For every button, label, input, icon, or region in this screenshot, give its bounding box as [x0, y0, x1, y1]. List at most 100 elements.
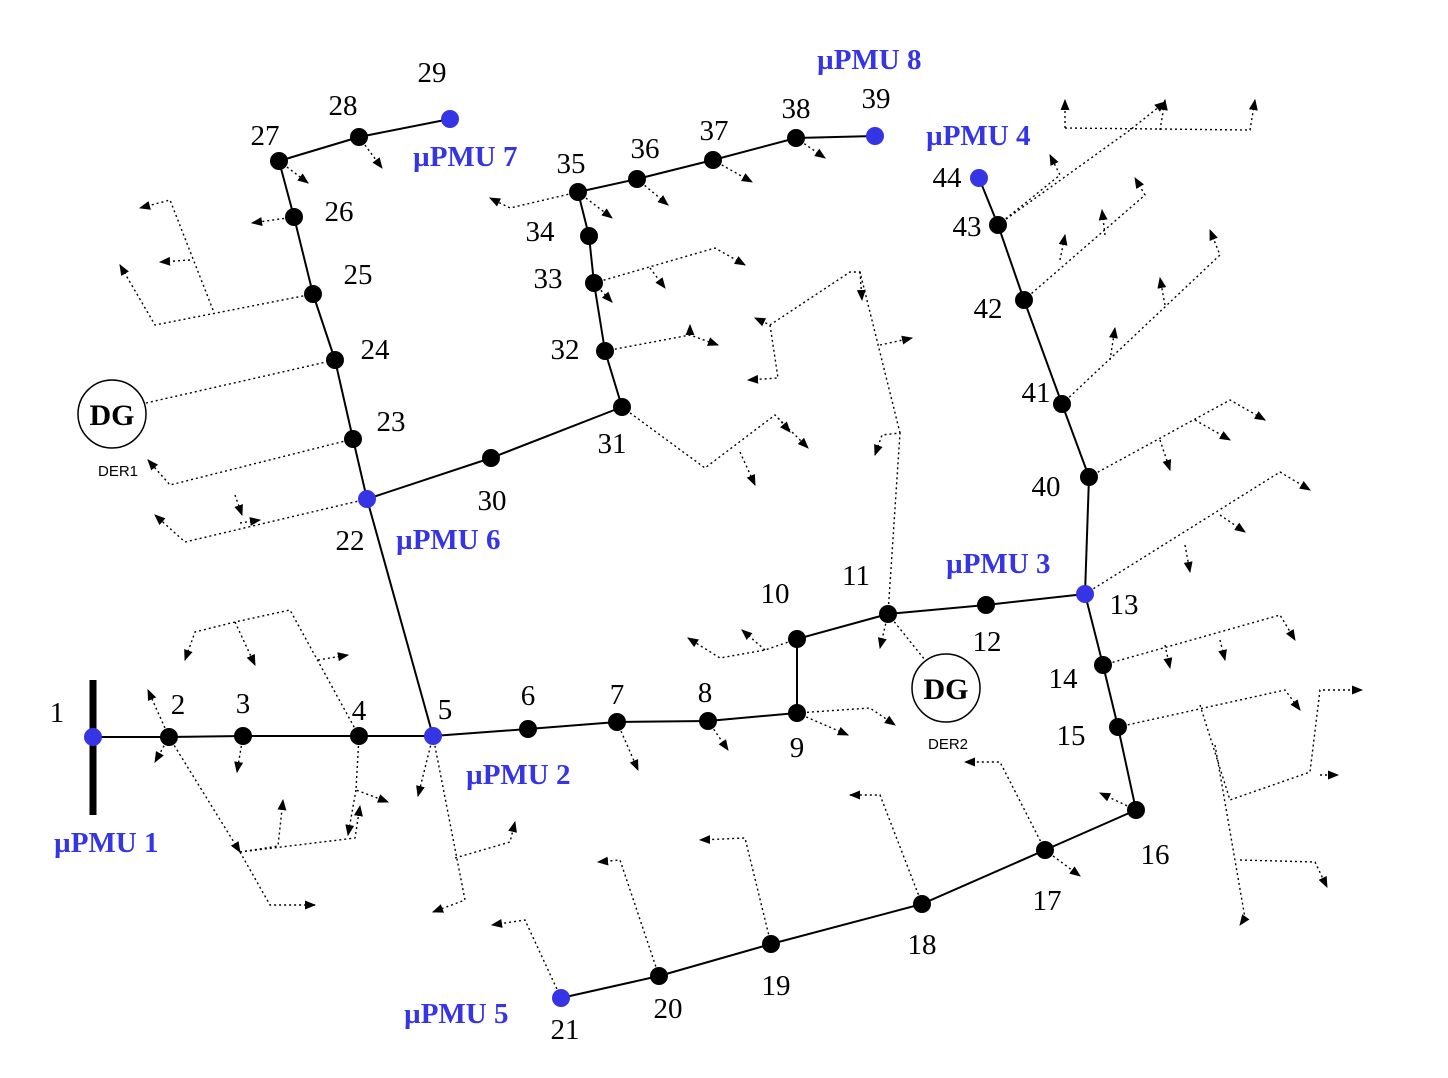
- load-arrow: [138, 199, 214, 311]
- bus-node-31: [613, 398, 631, 416]
- bus-node-37: [704, 151, 722, 169]
- bus-node-5: [424, 727, 442, 745]
- line-41-42: [1023, 299, 1063, 405]
- bus-label-35: 35: [557, 148, 586, 180]
- load-arrow: [490, 919, 562, 999]
- bus-label-24: 24: [361, 334, 391, 366]
- line-30-31: [490, 406, 623, 459]
- bus-label-36: 36: [631, 133, 660, 165]
- bus-label-5: 5: [438, 694, 453, 726]
- bus-label-12: 12: [973, 626, 1002, 658]
- load-arrow: [963, 757, 1046, 851]
- dg-der2: DG DER2: [911, 653, 981, 753]
- line-40-41: [1061, 403, 1090, 478]
- line-24-25: [312, 293, 336, 361]
- bus-label-23: 23: [377, 406, 406, 438]
- bus-label-20: 20: [654, 993, 683, 1025]
- dg-circle: [77, 379, 147, 449]
- line-26-27: [278, 160, 295, 218]
- load-arrow: [777, 417, 791, 433]
- load-arrows: [119, 98, 1364, 999]
- load-arrow: [879, 335, 914, 346]
- bus-label-27: 27: [251, 120, 280, 152]
- line-12-13: [985, 593, 1086, 606]
- bus-node-29: [441, 110, 459, 128]
- line-27-28: [278, 136, 360, 162]
- load-arrow: [345, 789, 357, 837]
- load-arrow: [454, 820, 517, 859]
- bus-label-22: 22: [336, 525, 365, 557]
- load-arrow: [168, 736, 241, 853]
- bus-node-26: [285, 208, 303, 226]
- load-arrow: [687, 637, 798, 659]
- load-arrow: [1064, 98, 1258, 131]
- line-14-15: [1102, 664, 1119, 728]
- line-6-7: [527, 721, 618, 730]
- load-arrow: [1061, 228, 1221, 405]
- line-5-22: [366, 498, 434, 737]
- bus-node-24: [326, 351, 344, 369]
- load-arrow: [239, 798, 287, 853]
- bus-node-32: [596, 342, 614, 360]
- load-arrow: [593, 282, 613, 303]
- bus-label-38: 38: [782, 93, 811, 125]
- pmu-label-5: µPMU 5: [404, 998, 509, 1030]
- line-13-40: [1084, 476, 1090, 595]
- bus-node-30: [482, 449, 500, 467]
- load-arrow: [1214, 744, 1250, 926]
- bus-label-18: 18: [908, 929, 937, 961]
- pmu-label-1: µPMU 1: [54, 827, 159, 859]
- dg-circle: [911, 653, 981, 723]
- bus-nodes: [84, 110, 1145, 1007]
- bus-node-34: [580, 227, 598, 245]
- bus-node-41: [1053, 395, 1071, 413]
- pmu-label-4: µPMU 4: [926, 120, 1031, 152]
- line-32-33: [593, 282, 606, 352]
- bus-node-1: [84, 728, 102, 746]
- bus-node-17: [1036, 841, 1054, 859]
- load-arrow: [1194, 419, 1231, 441]
- bus-label-15: 15: [1057, 720, 1086, 752]
- load-arrow: [119, 264, 314, 326]
- bus-label-4: 4: [352, 695, 367, 727]
- line-10-11: [796, 613, 889, 640]
- bus-label-39: 39: [862, 83, 891, 115]
- load-arrow: [488, 191, 579, 209]
- load-arrow: [317, 652, 350, 662]
- bus-node-20: [650, 967, 668, 985]
- bus-label-34: 34: [526, 216, 556, 248]
- bus-label-7: 7: [610, 679, 625, 711]
- load-arrow: [796, 707, 896, 726]
- load-arrow: [698, 835, 772, 945]
- pmu-label-8: µPMU 8: [817, 44, 922, 76]
- bus-label-44: 44: [933, 162, 963, 194]
- bus-label-11: 11: [842, 560, 870, 592]
- line-18-19: [770, 903, 923, 945]
- bus-node-22: [358, 490, 376, 508]
- load-arrow: [1157, 276, 1167, 306]
- dg-link-der1: [145, 359, 336, 404]
- load-arrow: [239, 517, 262, 526]
- pmu-label-6: µPMU 6: [396, 524, 501, 556]
- load-arrow: [997, 153, 1061, 226]
- load-arrow: [1058, 233, 1068, 261]
- bus-node-42: [1015, 291, 1033, 309]
- bus-node-16: [1127, 801, 1145, 819]
- line-35-36: [577, 178, 638, 193]
- line-38-39: [795, 135, 876, 139]
- load-arrow: [1088, 399, 1266, 478]
- bus-label-3: 3: [236, 688, 251, 720]
- bus-node-8: [699, 712, 717, 730]
- bus-node-4: [350, 727, 368, 745]
- bus-label-43: 43: [953, 211, 982, 243]
- bus-label-42: 42: [974, 293, 1003, 325]
- bus-node-15: [1109, 718, 1127, 736]
- line-28-29: [358, 118, 451, 138]
- line-13-14: [1084, 593, 1104, 666]
- feeder-lines: [93, 118, 1137, 999]
- dg-symbol: DG: [90, 399, 135, 432]
- load-arrow: [577, 191, 613, 219]
- line-11-12: [887, 604, 987, 615]
- load-arrow: [147, 438, 354, 486]
- dg-connections: [145, 359, 926, 661]
